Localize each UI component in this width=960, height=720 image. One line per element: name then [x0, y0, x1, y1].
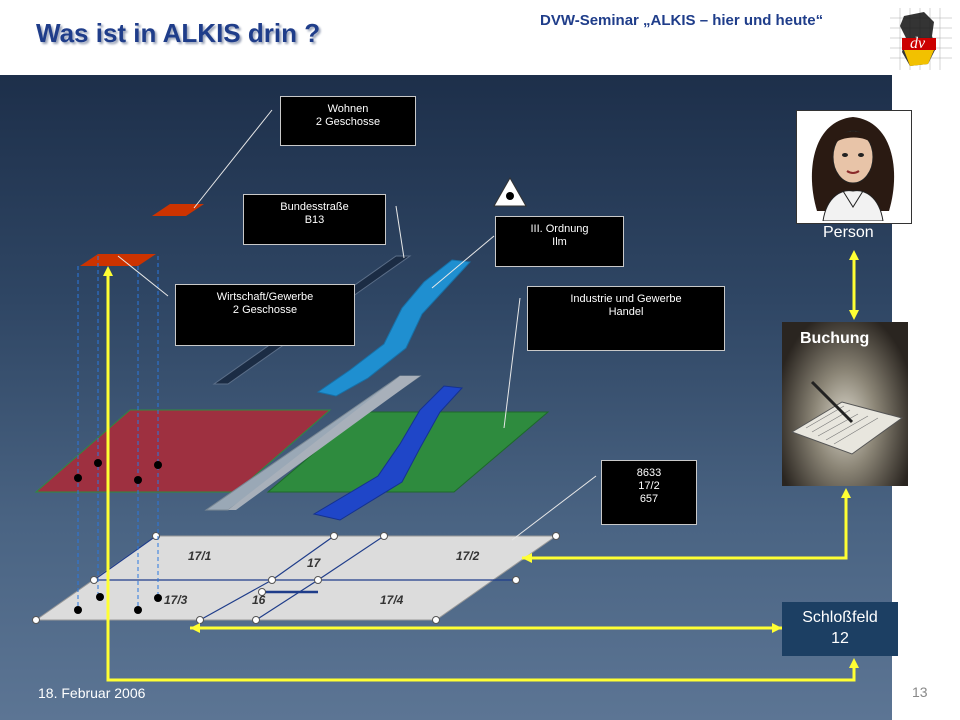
label-wirtschaft-line1: Wirtschaft/Gewerbe — [216, 291, 314, 303]
river-line — [316, 259, 472, 397]
parcel-label-16: 16 — [252, 593, 266, 607]
page-number: 13 — [912, 684, 928, 700]
header: Was ist in ALKIS drin ? DVW-Seminar „ALK… — [0, 0, 960, 75]
label-wohnen-line1: Wohnen — [327, 103, 369, 115]
connector-lines — [106, 256, 856, 682]
slide-title: Was ist in ALKIS drin ? — [36, 18, 321, 48]
parcel-label-17-2: 17/2 — [456, 549, 480, 563]
dvw-logo-icon: dv — [890, 8, 952, 70]
label-flurstueck-line3: 657 — [639, 493, 659, 505]
label-bundesstrasse-line1: Bundesstraße — [280, 201, 349, 213]
street-edge — [228, 376, 420, 510]
person-portrait — [796, 110, 912, 224]
boundary-points — [32, 532, 560, 624]
parcel-label-17-1: 17/1 — [188, 549, 212, 563]
label-industrie-line2: Handel — [608, 306, 644, 318]
building-gewerbe — [80, 254, 156, 266]
address-street: Schloßfeld — [802, 609, 878, 626]
building-corner-points — [74, 459, 162, 614]
label-leader-lines — [117, 109, 597, 541]
seminar-title: DVW-Seminar „ALKIS – hier und heute“ — [540, 12, 824, 29]
parcel-boundaries — [93, 535, 516, 621]
river-surface — [312, 385, 464, 521]
parcel-label-17: 17 — [307, 556, 321, 570]
address-number: 12 — [831, 630, 849, 647]
parcel-label-17-4: 17/4 — [380, 593, 404, 607]
book-icon — [790, 380, 904, 455]
buchung-image — [782, 322, 908, 486]
label-industrie: Industrie und Gewerbe Handel — [527, 286, 725, 351]
building-wohnen — [152, 204, 204, 216]
label-industrie-line1: Industrie und Gewerbe — [570, 293, 682, 305]
label-flurstueck: 8633 17/2 657 — [601, 460, 697, 525]
label-bundesstrasse: Bundesstraße B13 — [243, 194, 386, 245]
person-label: Person — [823, 224, 874, 241]
person-icon — [811, 117, 895, 222]
connector-arrowheads — [103, 250, 859, 668]
label-flurstueck-line1: 8633 — [636, 467, 662, 479]
label-wirtschaft-line2: 2 Geschosse — [232, 304, 298, 316]
projection-lines — [77, 256, 159, 610]
label-wohnen: Wohnen 2 Geschosse — [280, 96, 416, 146]
label-flurstueck-line2: 17/2 — [638, 480, 660, 492]
label-wohnen-line2: 2 Geschosse — [315, 116, 381, 128]
svg-text:dv: dv — [910, 35, 926, 52]
address-box: Schloßfeld 12 — [782, 602, 898, 656]
label-wirtschaft: Wirtschaft/Gewerbe 2 Geschosse — [175, 284, 355, 346]
label-ordnung-line1: III. Ordnung — [530, 223, 589, 235]
buchung-label: Buchung — [800, 330, 870, 347]
trig-point-icon — [493, 176, 527, 207]
label-bundesstrasse-line2: B13 — [304, 214, 325, 226]
alkis-layer-diagram — [32, 109, 859, 682]
footer-date: 18. Februar 2006 — [38, 685, 146, 701]
parcel-label-17-3: 17/3 — [164, 593, 188, 607]
label-ordnung-line2: Ilm — [552, 236, 567, 248]
label-ordnung: III. Ordnung Ilm — [495, 216, 624, 267]
